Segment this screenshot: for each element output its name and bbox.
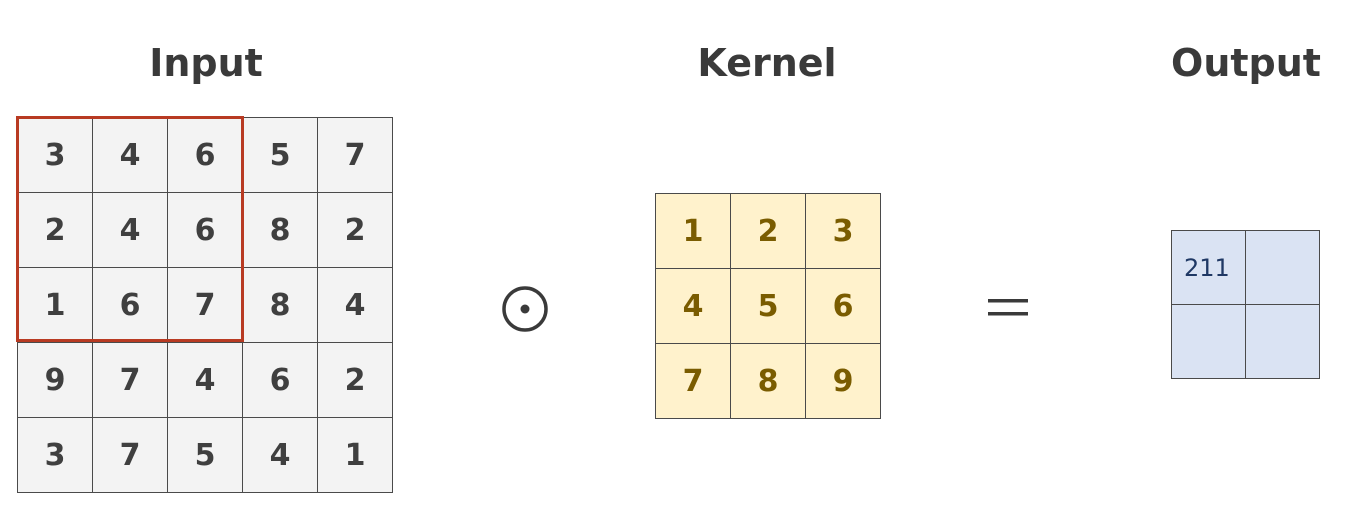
input-cell: 3 <box>17 117 93 193</box>
output-title: Output <box>1171 41 1321 85</box>
input-cell: 2 <box>317 192 393 268</box>
input-cell: 4 <box>92 117 168 193</box>
kernel-row: 7 8 9 <box>655 343 881 419</box>
kernel-cell: 8 <box>730 343 806 419</box>
input-cell: 1 <box>17 267 93 343</box>
input-cell: 6 <box>167 192 243 268</box>
input-cell: 3 <box>17 417 93 493</box>
kernel-cell: 4 <box>655 268 731 344</box>
input-cell: 5 <box>167 417 243 493</box>
input-row: 3 4 6 5 7 <box>17 117 393 193</box>
input-cell: 1 <box>317 417 393 493</box>
input-cell: 5 <box>242 117 318 193</box>
input-matrix: 3 4 6 5 7 2 4 6 8 2 1 6 7 8 4 9 7 4 6 2 <box>17 117 393 493</box>
equals-icon <box>988 299 1028 316</box>
input-row: 2 4 6 8 2 <box>17 192 393 268</box>
kernel-cell: 9 <box>805 343 881 419</box>
input-cell: 6 <box>92 267 168 343</box>
output-cell: 211 <box>1171 230 1246 305</box>
output-cell <box>1245 230 1320 305</box>
input-cell: 8 <box>242 192 318 268</box>
kernel-row: 4 5 6 <box>655 268 881 344</box>
kernel-cell: 3 <box>805 193 881 269</box>
kernel-title: Kernel <box>697 41 837 85</box>
input-cell: 6 <box>167 117 243 193</box>
input-cell: 4 <box>242 417 318 493</box>
input-row: 1 6 7 8 4 <box>17 267 393 343</box>
kernel-cell: 2 <box>730 193 806 269</box>
kernel-row: 1 2 3 <box>655 193 881 269</box>
kernel-cell: 5 <box>730 268 806 344</box>
output-cell <box>1245 304 1320 379</box>
input-cell: 4 <box>92 192 168 268</box>
input-cell: 6 <box>242 342 318 418</box>
input-cell: 7 <box>167 267 243 343</box>
output-row: 211 <box>1171 230 1320 305</box>
input-cell: 7 <box>92 417 168 493</box>
kernel-cell: 1 <box>655 193 731 269</box>
kernel-cell: 6 <box>805 268 881 344</box>
input-cell: 9 <box>17 342 93 418</box>
input-cell: 2 <box>17 192 93 268</box>
odot-icon <box>502 286 548 332</box>
output-row <box>1171 304 1320 379</box>
input-cell: 4 <box>167 342 243 418</box>
input-cell: 7 <box>317 117 393 193</box>
input-cell: 2 <box>317 342 393 418</box>
input-cell: 4 <box>317 267 393 343</box>
kernel-cell: 7 <box>655 343 731 419</box>
input-row: 9 7 4 6 2 <box>17 342 393 418</box>
output-matrix: 211 <box>1171 230 1320 379</box>
input-title: Input <box>149 41 263 85</box>
input-cell: 8 <box>242 267 318 343</box>
kernel-matrix: 1 2 3 4 5 6 7 8 9 <box>655 193 881 419</box>
output-cell <box>1171 304 1246 379</box>
input-cell: 7 <box>92 342 168 418</box>
input-row: 3 7 5 4 1 <box>17 417 393 493</box>
